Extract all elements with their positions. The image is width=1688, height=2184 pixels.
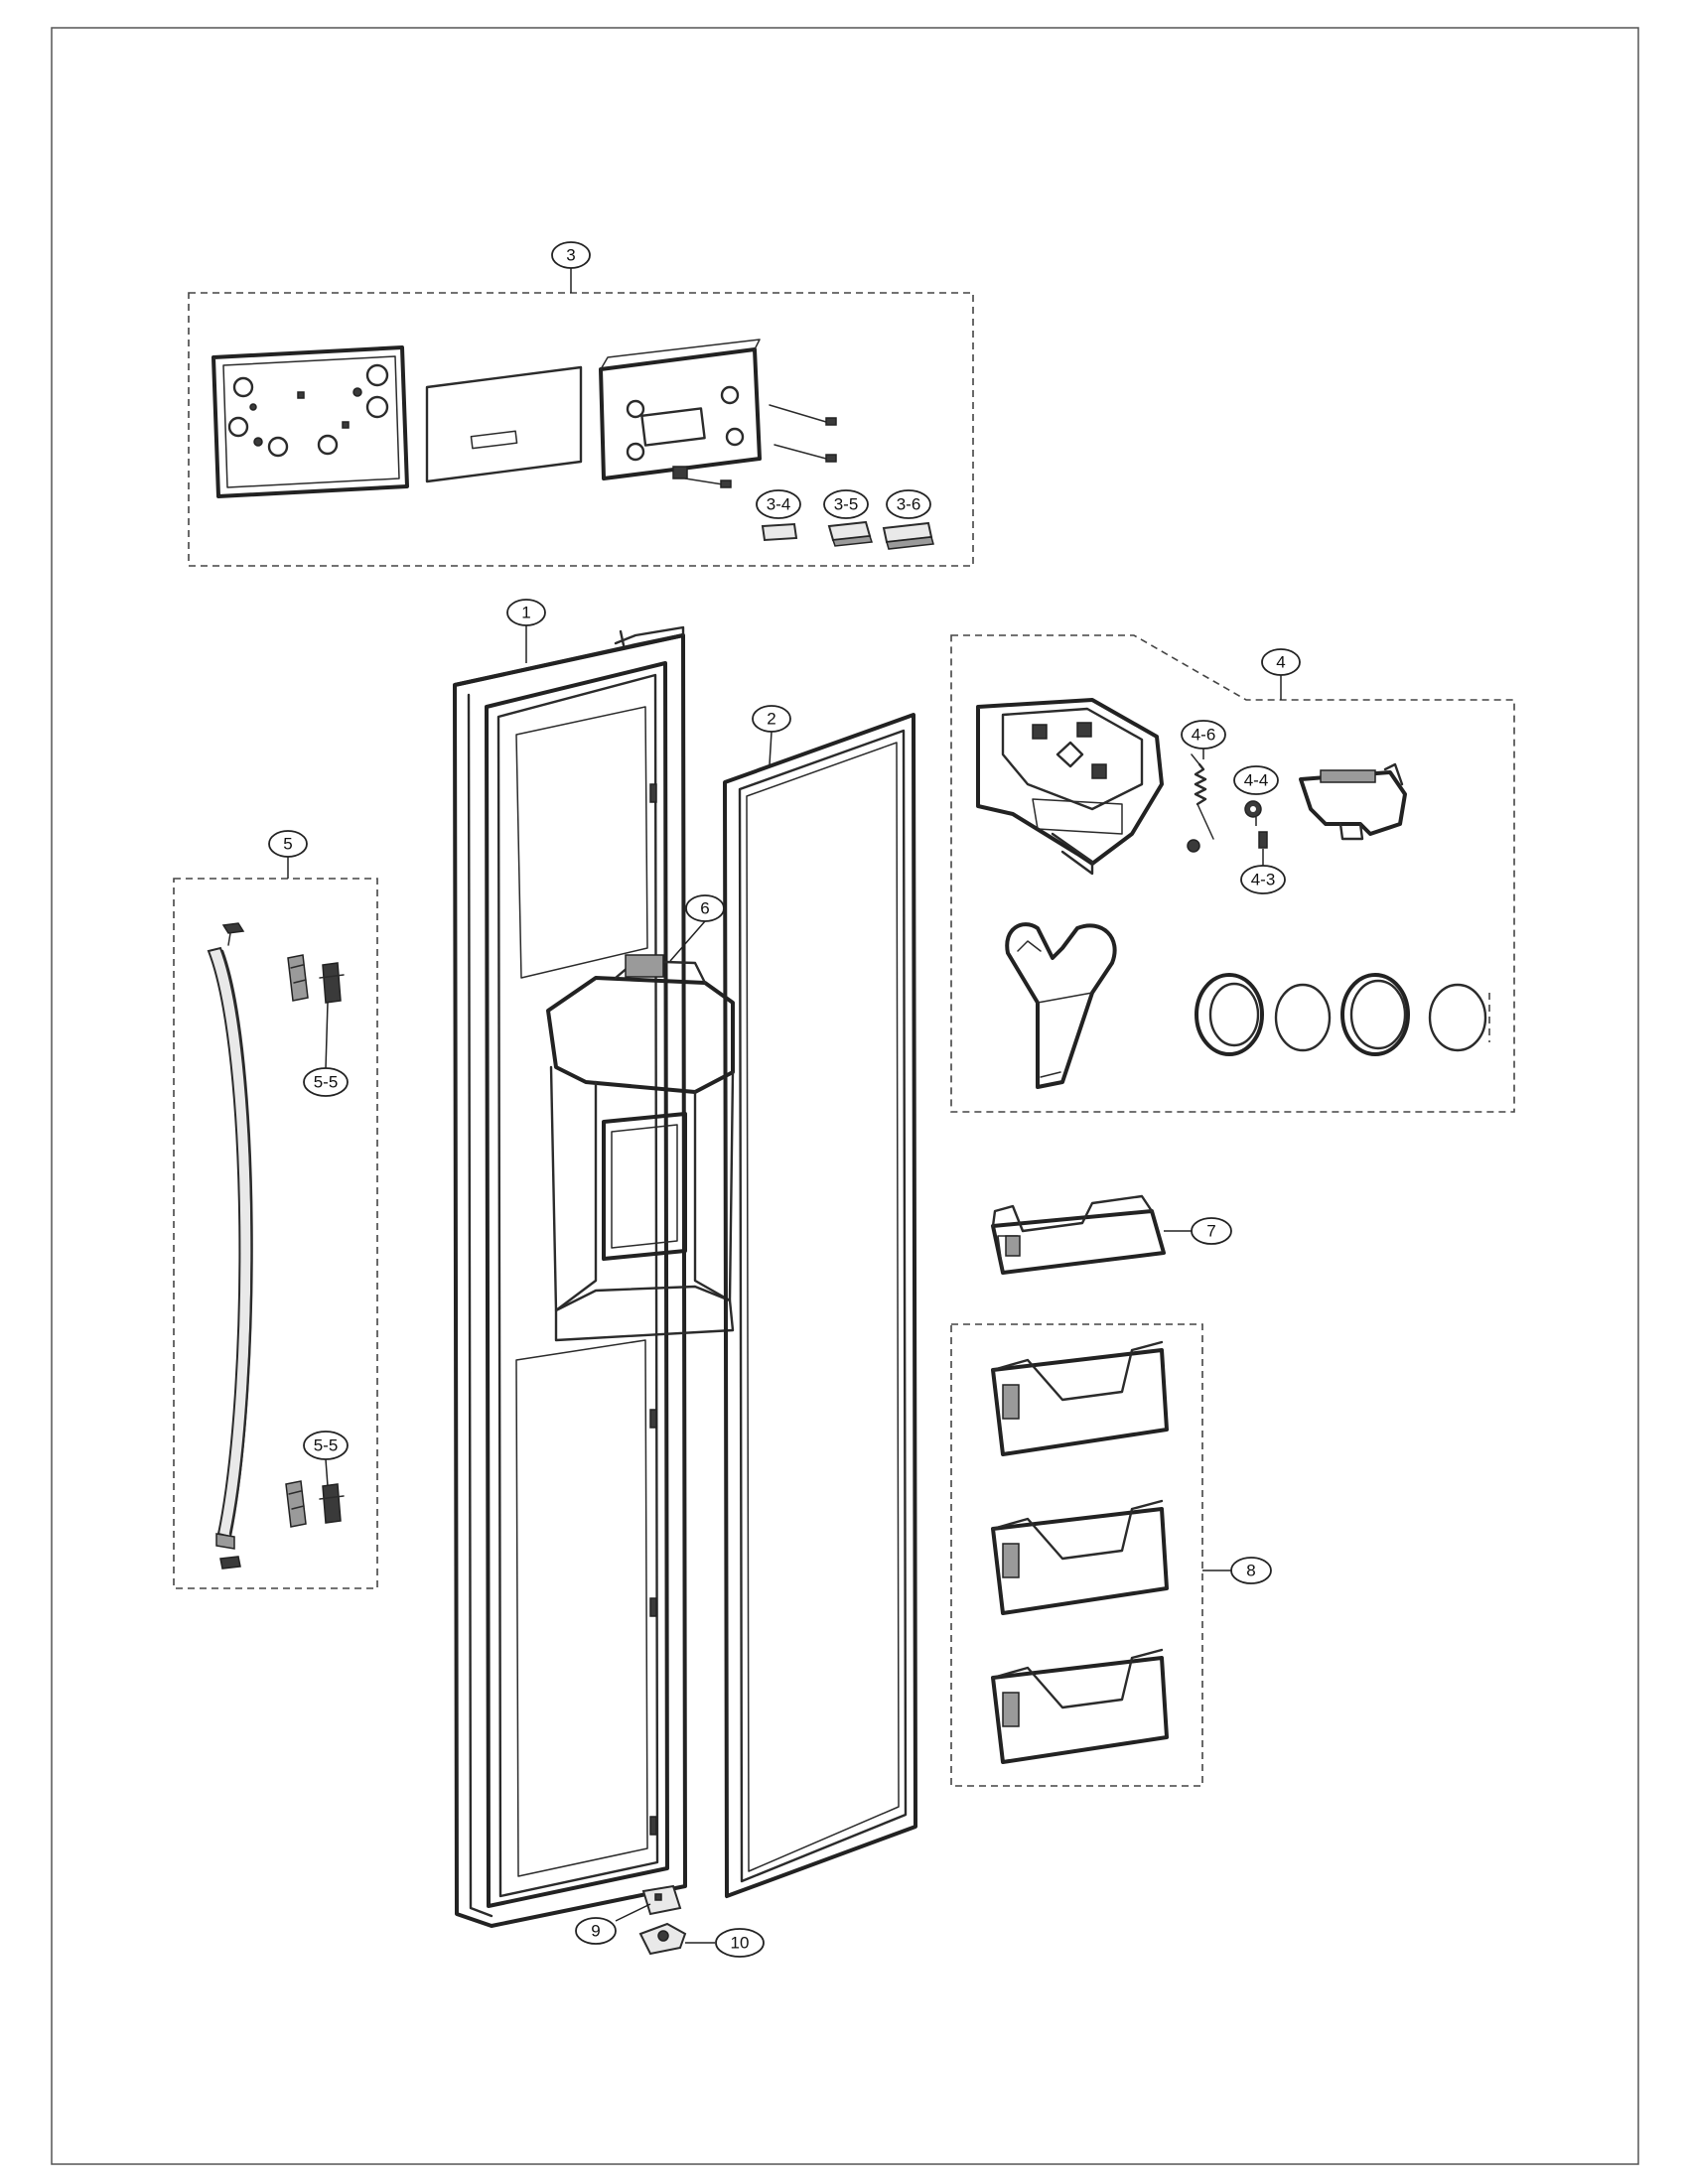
callout-8-label: 8 — [1246, 1562, 1255, 1580]
panel-button-3-6 — [882, 521, 934, 550]
door-bin-8-bottom — [991, 1648, 1169, 1764]
callout-4: 4 — [1261, 648, 1301, 676]
callout-10-label: 10 — [731, 1934, 750, 1953]
callout-3-4: 3-4 — [756, 489, 801, 519]
page-frame — [51, 27, 1639, 2165]
panel-screws — [684, 404, 837, 488]
hinge-bracket-9 — [641, 1884, 682, 1916]
callout-4-6-label: 4-6 — [1192, 726, 1216, 745]
callout-7-label: 7 — [1206, 1222, 1215, 1241]
group-5-handle — [173, 878, 378, 1589]
callout-5-label: 5 — [283, 835, 292, 854]
callout-4-3: 4-3 — [1240, 865, 1286, 894]
callout-4-6: 4-6 — [1181, 720, 1226, 750]
callout-5-5-bottom-label: 5-5 — [314, 1436, 339, 1455]
callout-3-6: 3-6 — [886, 489, 931, 519]
callout-10: 10 — [715, 1928, 765, 1958]
door-bin-8-top — [991, 1340, 1169, 1456]
group-8-door-bins — [950, 1323, 1203, 1787]
callout-2: 2 — [752, 705, 791, 733]
callout-5: 5 — [268, 830, 308, 858]
group-5-dashed-box — [173, 878, 378, 1589]
dispenser-lever-motor — [1299, 762, 1407, 841]
callout-4-label: 4 — [1276, 653, 1285, 672]
panel-back-plate — [211, 345, 409, 498]
callout-5-5-bottom: 5-5 — [303, 1431, 349, 1460]
group-4-dispenser-mechanism — [950, 634, 1515, 1113]
callout-6-label: 6 — [700, 899, 709, 918]
callout-4-4: 4-4 — [1233, 765, 1279, 795]
dispenser-actuator-paddle — [1005, 922, 1117, 1089]
part-4-3 — [1258, 831, 1268, 849]
callout-1: 1 — [506, 599, 546, 626]
spring-4-6 — [1187, 753, 1214, 853]
group-4-dashed-box — [950, 634, 1515, 1113]
callout-3: 3 — [551, 241, 591, 269]
callout-5-5-top: 5-5 — [303, 1067, 349, 1097]
cap-disc-1 — [1274, 983, 1332, 1052]
callout-9-label: 9 — [591, 1922, 600, 1941]
leader-lines — [287, 268, 1282, 1944]
part-4-4 — [1244, 800, 1262, 818]
door-assembly-1 — [453, 625, 735, 1928]
callout-2-label: 2 — [767, 710, 775, 729]
seal-ring-2 — [1340, 973, 1410, 1056]
callout-3-label: 3 — [566, 246, 575, 265]
cap-disc-2 — [1428, 983, 1490, 1052]
callout-3-6-label: 3-6 — [897, 495, 921, 514]
panel-button-3-4 — [761, 522, 798, 542]
panel-pcb-board — [425, 365, 583, 483]
door-bin-8-middle — [991, 1499, 1169, 1615]
callout-1-label: 1 — [521, 604, 530, 622]
callout-8: 8 — [1230, 1557, 1272, 1584]
door-bin-7 — [991, 1194, 1166, 1275]
door-dispenser-panel-6 — [625, 954, 664, 978]
callout-3-4-label: 3-4 — [767, 495, 791, 514]
panel-button-3-5 — [827, 520, 874, 547]
group-8-dashed-box — [950, 1323, 1203, 1787]
callout-6: 6 — [685, 894, 725, 922]
door-gasket-2 — [723, 713, 917, 1898]
group-3-dispenser-panel — [188, 292, 974, 567]
callout-4-3-label: 4-3 — [1251, 871, 1276, 889]
seal-ring-1 — [1195, 973, 1264, 1056]
callout-5-5-top-label: 5-5 — [314, 1073, 339, 1092]
callout-9: 9 — [575, 1917, 617, 1945]
callout-3-5-label: 3-5 — [834, 495, 859, 514]
hinge-cap-10 — [638, 1922, 687, 1956]
callout-4-4-label: 4-4 — [1244, 771, 1269, 790]
panel-front-cover — [599, 339, 762, 480]
callout-3-5: 3-5 — [823, 489, 869, 519]
ice-chute-housing — [976, 698, 1164, 876]
group-3-dashed-box — [188, 292, 974, 567]
callout-7: 7 — [1191, 1217, 1232, 1245]
